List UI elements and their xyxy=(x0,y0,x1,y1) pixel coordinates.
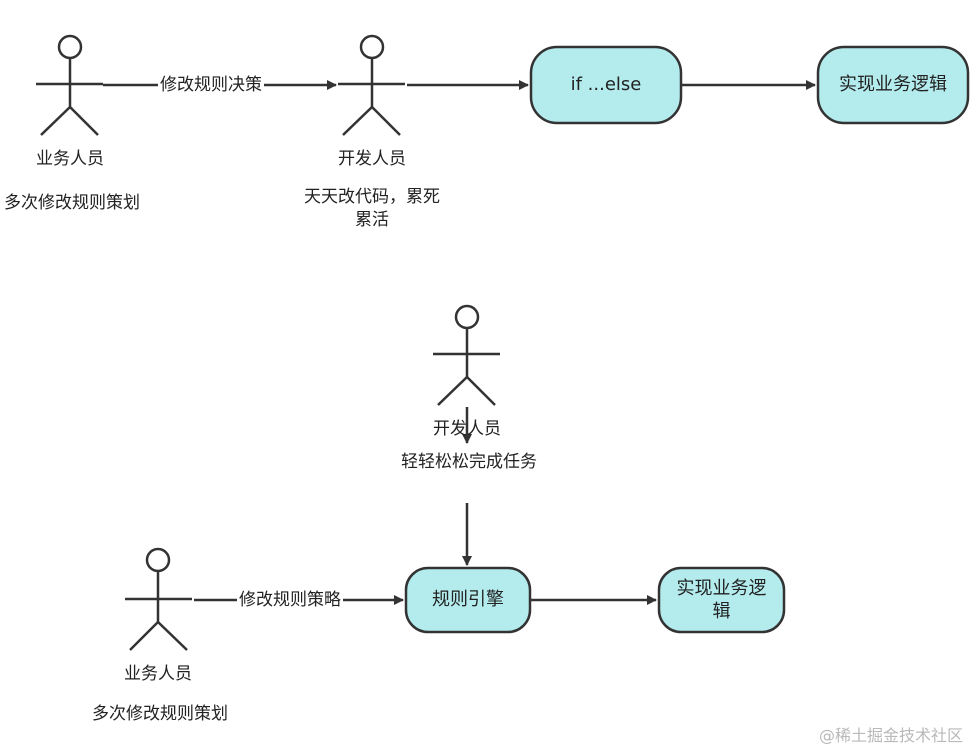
actor-business-top-name: 业务人员 xyxy=(36,149,104,169)
actor-developer-top xyxy=(338,34,405,136)
actor-business-top xyxy=(36,34,103,136)
watermark: @稀土掘金技术社区 xyxy=(818,726,963,745)
node-engine-label: 规则引擎 xyxy=(432,589,504,610)
actor-developer-bottom-note: 轻轻松松完成任务 xyxy=(401,452,537,472)
node-engine-shape xyxy=(404,566,532,634)
node-impl-top-shape xyxy=(816,45,970,125)
actor-business-top-note: 多次修改规则策划 xyxy=(4,193,140,213)
actor-developer-bottom xyxy=(433,304,500,406)
actor-business-bottom-note: 多次修改规则策划 xyxy=(92,704,228,724)
node-ifelse-shape xyxy=(529,45,683,125)
actor-business-bottom-name: 业务人员 xyxy=(124,664,192,684)
actor-business-bottom xyxy=(125,547,192,651)
node-ifelse-label: if ...else xyxy=(570,74,642,95)
actor-developer-top-name: 开发人员 xyxy=(338,149,406,169)
actor-developer-bottom-name: 开发人员 xyxy=(433,419,501,439)
node-impl-bottom-shape xyxy=(657,566,786,634)
node-impl-top-label: 实现业务逻辑 xyxy=(839,74,947,95)
node-impl-bottom-label: 实现业务逻辑 xyxy=(676,578,767,622)
actor-developer-top-note: 天天改代码，累死累活 xyxy=(304,187,440,230)
edge-modify-decision-label: 修改规则决策 xyxy=(158,74,264,97)
edge-modify-strategy-label: 修改规则策略 xyxy=(237,589,343,612)
